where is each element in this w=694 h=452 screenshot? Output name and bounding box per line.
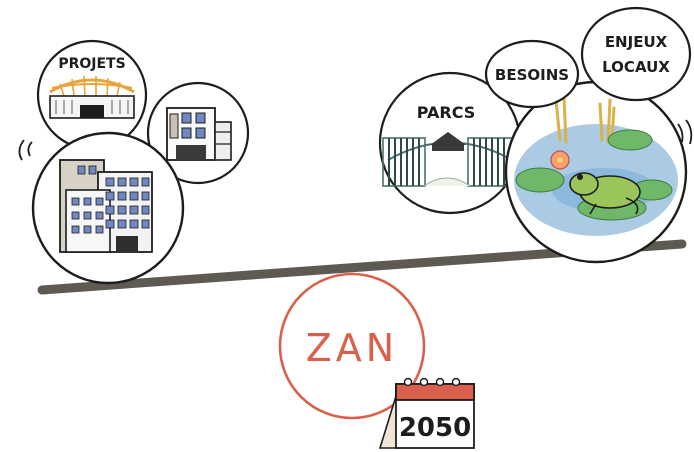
- pond-bubble: [504, 80, 693, 264]
- besoins-bubble: BESOINS: [484, 39, 580, 109]
- enjeux-locaux-bubble: ENJEUX LOCAUX: [580, 6, 692, 102]
- parcs-label: PARCS: [417, 103, 476, 122]
- right-pan: PARCS: [378, 6, 693, 264]
- enjeux-label-line1: ENJEUX: [605, 33, 668, 51]
- building-icon: [166, 107, 232, 161]
- enjeux-label-line2: LOCAUX: [602, 58, 670, 76]
- left-pan: PROJETS: [18, 39, 250, 285]
- zan-label: ZAN: [306, 326, 398, 370]
- calendar-icon: 2050: [378, 377, 475, 449]
- zan-fulcrum: ZAN: [278, 272, 426, 420]
- calendar-year: 2050: [399, 413, 471, 443]
- stadium-icon: [49, 75, 135, 119]
- besoins-label: BESOINS: [495, 66, 569, 84]
- apartment-bubble: [18, 131, 185, 285]
- pond-frog-icon: [514, 96, 678, 236]
- building-bubble: [146, 81, 250, 185]
- parcs-bubble: PARCS: [378, 71, 522, 215]
- apartment-block-icon: [59, 159, 153, 253]
- projets-label: PROJETS: [58, 56, 125, 72]
- projets-bubble: PROJETS: [36, 39, 148, 151]
